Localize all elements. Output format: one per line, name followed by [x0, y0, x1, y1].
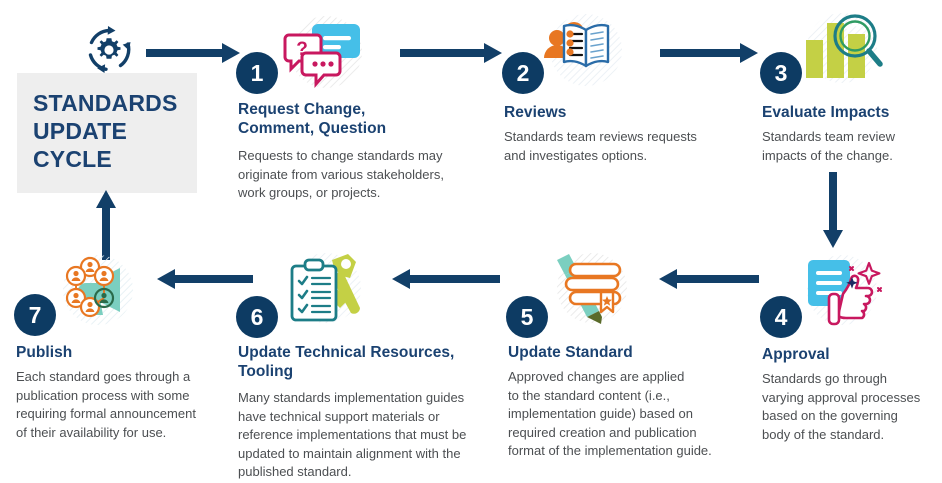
arrow-step2-to-step3	[660, 43, 758, 63]
hub-title: STANDARDS UPDATE CYCLE	[33, 89, 203, 173]
step-2-desc: Standards team reviews requests and inve…	[504, 128, 744, 165]
step-6-desc: Many standards implementation guides hav…	[238, 389, 500, 482]
step-1-desc: Requests to change standards may origina…	[238, 147, 488, 203]
cycle-gear-icon	[88, 26, 131, 73]
step-7-desc-line-3: requiring formal announcement	[16, 406, 196, 421]
arrow-step7-to-hub	[96, 190, 116, 260]
speech-bubbles-icon: ?	[283, 16, 362, 88]
step-5-desc-line-5: format of the implementation guide.	[508, 443, 712, 458]
step-5-desc-line-3: implementation guide) based on	[508, 406, 694, 421]
arrow-step5-to-step6	[392, 269, 500, 289]
step-6-desc-line-4: updated to maintain alignment with the	[238, 445, 461, 461]
step-3-desc: Standards team review impacts of the cha…	[762, 128, 942, 165]
step-5-badge: 5	[506, 296, 548, 338]
arrow-step4-to-step5	[659, 269, 759, 289]
step-7-desc-line-4: of their availability for use.	[16, 424, 167, 440]
step-6-badge: 6	[236, 296, 278, 338]
step-2-desc-line-1: Standards team reviews requests	[504, 129, 697, 144]
step-6-desc-line-1: Many standards implementation guides	[238, 390, 465, 405]
step-5-desc: Approved changes are applied to the stan…	[508, 368, 738, 461]
step-1-title-line-2: Comment, Question	[238, 120, 387, 137]
clipboard-tools-icon	[290, 253, 361, 323]
step-6-desc-line-2: have technical support materials or	[238, 408, 440, 424]
step-6-title-line-2: Tooling	[238, 363, 294, 380]
books-pencil-icon	[557, 253, 627, 324]
step-1-title: Request Change, Comment, Question	[238, 100, 438, 138]
hub-box	[17, 73, 197, 193]
step-2-title: Reviews	[504, 103, 704, 122]
step-7-title-line-1: Publish	[16, 344, 73, 361]
arrow-step6-to-step7	[157, 269, 253, 289]
step-5-title: Update Standard	[508, 343, 728, 362]
step-4-title-line-1: Approval	[762, 346, 830, 363]
step-1-title-line-1: Request Change,	[238, 101, 366, 118]
step-4-desc-line-1: Standards go through	[762, 371, 888, 386]
step-4-desc-line-2: varying approval processes	[762, 389, 921, 405]
step-5-title-line-1: Update Standard	[508, 344, 633, 361]
step-2-title-line-1: Reviews	[504, 104, 567, 121]
step-3-desc-line-2: impacts of the change.	[762, 147, 893, 163]
step-6-desc-line-3: reference implementations that must be	[238, 427, 467, 442]
step-7-badge: 7	[14, 294, 56, 336]
step-1-badge: 1	[236, 52, 278, 94]
step-6-desc-line-5: published standard.	[238, 464, 352, 479]
step-3-title: Evaluate Impacts	[762, 103, 942, 122]
step-1-desc-line-2: originate from various stakeholders,	[238, 166, 444, 182]
step-4-badge: 4	[760, 296, 802, 338]
step-2-badge: 2	[502, 52, 544, 94]
step-7-desc-line-1: Each standard goes through a	[16, 369, 191, 384]
document-thumbs-up-icon	[807, 255, 882, 326]
step-3-title-line-1: Evaluate Impacts	[762, 104, 890, 121]
network-megaphone-icon	[63, 255, 133, 325]
hub-title-line-3: CYCLE	[33, 146, 112, 172]
hub-title-line-2: UPDATE	[33, 118, 128, 144]
step-2-desc-line-2: and investigates options.	[504, 147, 648, 163]
arrow-step1-to-step2	[400, 43, 502, 63]
step-3-desc-line-1: Standards team review	[762, 129, 895, 144]
step-1-desc-line-3: work groups, or projects.	[238, 185, 381, 200]
svg-text:?: ?	[296, 39, 308, 60]
arrow-hub-to-step1	[146, 43, 240, 63]
step-7-title: Publish	[16, 343, 216, 362]
step-4-title: Approval	[762, 345, 942, 364]
step-6-title-line-1: Update Technical Resources,	[238, 344, 455, 361]
step-4-desc-line-3: based on the governing	[762, 408, 898, 423]
step-5-desc-line-4: required creation and publication	[508, 424, 697, 440]
step-5-desc-line-1: Approved changes are applied	[508, 369, 685, 384]
step-3-badge: 3	[760, 52, 802, 94]
step-5-desc-line-2: to the standard content (i.e.,	[508, 387, 670, 403]
step-4-desc: Standards go through varying approval pr…	[762, 370, 942, 444]
step-7-desc-line-2: publication process with some	[16, 387, 190, 403]
people-open-book-icon	[544, 14, 622, 86]
hub-title-line-1: STANDARDS	[33, 90, 178, 116]
step-7-desc: Each standard goes through a publication…	[16, 368, 226, 442]
step-1-desc-line-1: Requests to change standards may	[238, 148, 443, 163]
bar-chart-magnifier-icon	[806, 13, 883, 83]
step-4-desc-line-4: body of the standard.	[762, 426, 885, 442]
step-6-title: Update Technical Resources, Tooling	[238, 343, 498, 381]
arrow-step3-to-step4	[823, 172, 843, 248]
